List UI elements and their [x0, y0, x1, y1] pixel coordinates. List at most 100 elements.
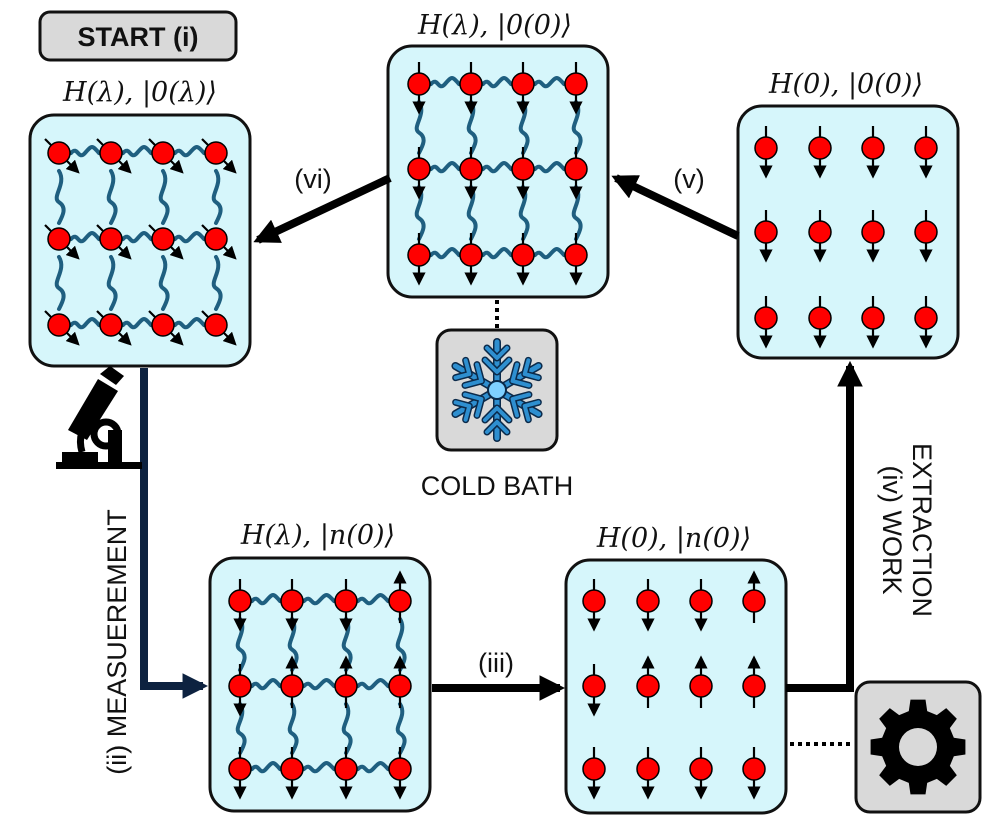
spin-particle [742, 757, 766, 781]
arrow-step-4 [786, 360, 863, 692]
arrow-step-2 [140, 368, 209, 699]
spin-particle [334, 674, 358, 698]
start-label: START (i) [78, 22, 199, 52]
coupling-wave [481, 76, 513, 89]
coupling-wave [54, 169, 66, 225]
coupling-wave [356, 761, 390, 774]
step-6-label: (vi) [294, 164, 331, 194]
panel-top-middle [386, 44, 610, 299]
spin-particle [808, 220, 832, 244]
spin-particle [754, 220, 778, 244]
spin-particle [861, 220, 885, 244]
spin-particle [742, 674, 766, 698]
coupling-wave [429, 247, 461, 260]
start-box [38, 10, 238, 62]
spin-particle [151, 141, 175, 165]
spin-particle [564, 72, 588, 96]
spin-particle [582, 589, 606, 613]
coupling-wave [395, 702, 407, 755]
coupling-wave [211, 255, 223, 311]
panel-label-bottom-right: H(0), |n(0)⟩ [596, 523, 751, 554]
coupling-wave [69, 231, 101, 244]
step-4-label-line2: EXTRACTION [907, 443, 937, 617]
coupling-wave [302, 761, 336, 774]
spin-particle [689, 757, 713, 781]
spin-particle [754, 136, 778, 160]
step-4-label-line1: (iv) WORK [877, 466, 907, 595]
spin-particle [914, 220, 938, 244]
coupling-wave [250, 761, 282, 774]
spin-particle [861, 306, 885, 330]
spin-particle [407, 243, 431, 267]
spin-particle [280, 757, 304, 781]
coupling-wave [429, 161, 461, 174]
snowflake-icon [451, 338, 543, 442]
spin-particle [564, 157, 588, 181]
panel-label-top-middle: H(λ), |0(0)⟩ [417, 10, 572, 41]
spin-particle [754, 306, 778, 330]
coupling-wave [69, 317, 101, 330]
spin-particle [280, 589, 304, 613]
spin-particle [407, 72, 431, 96]
step-3-label: (iii) [478, 648, 514, 678]
spin-particle [861, 136, 885, 160]
spin-particle [47, 141, 71, 165]
cold-bath: COLD BATH [421, 328, 574, 501]
spin-particle [151, 227, 175, 251]
spin-lattice-top-left [44, 138, 237, 346]
coupling-wave [533, 76, 566, 89]
spin-particle [808, 136, 832, 160]
spin-particle [388, 757, 412, 781]
coupling-wave [173, 317, 206, 330]
spin-particle [204, 313, 228, 337]
step-2-label: (ii) MEASUEREMENT [102, 509, 132, 775]
spin-particle [808, 306, 832, 330]
spin-particle [407, 157, 431, 181]
spin-particle [228, 757, 252, 781]
spin-particle [388, 589, 412, 613]
spin-particle [228, 674, 252, 698]
coupling-wave [173, 145, 206, 158]
panel-top-left [28, 113, 252, 368]
spin-particle [511, 243, 535, 267]
spin-particle [99, 141, 123, 165]
gear-icon [870, 699, 966, 795]
spin-lattice-top-middle [407, 62, 588, 286]
coupling-wave [173, 231, 206, 244]
spin-particle [459, 157, 483, 181]
spin-particle [334, 589, 358, 613]
coupling-wave [481, 161, 513, 174]
spin-particle [459, 243, 483, 267]
coupling-wave [341, 702, 353, 755]
spin-particle [47, 227, 71, 251]
spin-particle [204, 141, 228, 165]
spin-particle [334, 757, 358, 781]
spin-particle [388, 674, 412, 698]
spin-particle [689, 589, 713, 613]
spin-particle [204, 227, 228, 251]
cold-bath-label: COLD BATH [421, 471, 574, 501]
coupling-wave [250, 678, 282, 691]
coupling-wave [121, 145, 153, 158]
panel-label-top-left: H(λ), |0(λ)⟩ [62, 77, 217, 108]
coupling-wave [69, 145, 101, 158]
spin-particle [636, 757, 660, 781]
spin-particle [582, 757, 606, 781]
step-5-label: (v) [673, 164, 704, 194]
panel-label-top-right: H(0), |0(0)⟩ [768, 69, 923, 100]
coupling-wave [356, 678, 390, 691]
microscope-icon [56, 366, 142, 469]
spin-particle [914, 136, 938, 160]
spin-particle [459, 72, 483, 96]
spin-particle [636, 674, 660, 698]
coupling-wave [211, 169, 223, 225]
coupling-wave [121, 317, 153, 330]
spin-particle [636, 589, 660, 613]
spin-particle [511, 157, 535, 181]
arrow-step-6 [253, 174, 392, 244]
arrow-step-5 [611, 174, 740, 240]
machine [854, 680, 982, 814]
coupling-wave [302, 593, 336, 606]
spin-particle [582, 674, 606, 698]
